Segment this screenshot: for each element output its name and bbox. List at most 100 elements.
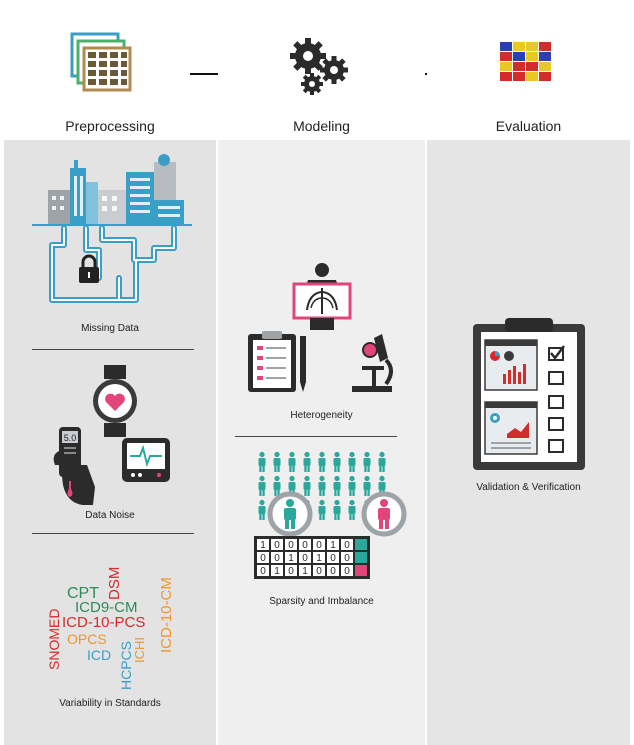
person-icon — [333, 451, 341, 472]
divider — [32, 533, 194, 534]
person-icon — [303, 475, 311, 496]
matrix-value: 0 — [302, 540, 308, 551]
matrix-value: 0 — [330, 566, 336, 577]
glucometer-hand-icon: 5.0 — [53, 427, 95, 505]
person-icon — [363, 475, 371, 496]
evaluation-header: Evaluation — [427, 0, 630, 138]
person-icon — [273, 451, 281, 472]
person-icon — [303, 451, 311, 472]
matrix-cell — [341, 565, 353, 576]
matrix-value: 1 — [260, 540, 266, 551]
standard-snomed: SNOMED — [46, 608, 62, 670]
divider — [32, 349, 194, 350]
modeling-column: Modeling Heterogeneity — [218, 0, 425, 745]
matrix-cell — [285, 552, 297, 563]
standard-cpt: CPT — [67, 585, 99, 602]
person-icon — [333, 499, 341, 520]
matrix-cell — [299, 552, 311, 563]
divider — [235, 436, 397, 437]
hospital-buildings-icon — [32, 154, 192, 303]
person-icon — [348, 451, 356, 472]
person-icon — [363, 451, 371, 472]
person-icon — [258, 475, 266, 496]
matrix-cell — [299, 565, 311, 576]
matrix-cell — [355, 552, 367, 563]
matrix-value: 0 — [260, 553, 266, 564]
matrix-value: 0 — [288, 540, 294, 551]
matrix-value: 0 — [274, 553, 280, 564]
standard-opcs: OPCS — [67, 631, 107, 647]
matrix-value: 0 — [274, 540, 280, 551]
matrix-cell — [327, 552, 339, 563]
matrix-cell — [313, 565, 325, 576]
matrix-value: 1 — [274, 566, 280, 577]
data-noise-label: Data Noise — [85, 510, 135, 521]
matrix-value: 0 — [330, 553, 336, 564]
matrix-value: 1 — [288, 553, 294, 564]
evaluation-column: Evaluation Validation & Verification — [427, 0, 630, 745]
standard-ichi: ICHI — [132, 637, 147, 663]
heatmap-grid-icon — [500, 42, 551, 81]
matrix-value: 0 — [260, 566, 266, 577]
person-icon — [318, 451, 326, 472]
matrix-cell — [257, 565, 269, 576]
modeling-title: Modeling — [293, 118, 350, 134]
matrix-cell — [313, 552, 325, 563]
matrix-value: 0 — [316, 566, 322, 577]
preprocessing-header: Preprocessing — [4, 0, 216, 138]
person-icon — [288, 451, 296, 472]
person-icon — [333, 475, 341, 496]
smartwatch-heart-icon — [93, 365, 137, 437]
person-icon — [318, 499, 326, 520]
evaluation-title: Evaluation — [495, 118, 562, 134]
highlight-person-pink-icon — [361, 491, 407, 537]
modeling-header: Modeling — [218, 0, 425, 138]
person-icon — [258, 499, 266, 520]
matrix-cell — [257, 552, 269, 563]
preprocessing-column: Preprocessing — [4, 0, 216, 745]
modeling-panel — [218, 140, 425, 745]
heart-monitor-icon — [122, 438, 170, 482]
variability-label: Variability in Standards — [59, 698, 161, 709]
matrix-cell — [285, 539, 297, 550]
matrix-cell — [257, 539, 269, 550]
gears-icon — [290, 38, 348, 95]
person-icon — [318, 475, 326, 496]
matrix-value: 1 — [316, 553, 322, 564]
highlight-person-teal-icon — [267, 491, 313, 537]
heterogeneity-label: Heterogeneity — [290, 410, 353, 421]
microscope-icon — [352, 334, 393, 392]
matrix-value: 0 — [288, 566, 294, 577]
spreadsheet-stack-icon — [70, 32, 132, 92]
matrix-cell — [327, 565, 339, 576]
matrix-cell — [355, 565, 367, 576]
glucometer-reading: 5.0 — [64, 433, 77, 443]
xray-patient-icon — [292, 263, 352, 330]
matrix-cell — [271, 552, 283, 563]
standard-icd9cm: ICD9-CM — [75, 599, 138, 616]
lock-icon — [79, 254, 99, 283]
missing-data-label: Missing Data — [81, 323, 139, 334]
matrix-value: 1 — [330, 540, 336, 551]
person-icon — [378, 451, 386, 472]
matrix-cell — [327, 539, 339, 550]
matrix-cell — [355, 539, 367, 550]
matrix-cell — [341, 539, 353, 550]
person-icon — [348, 475, 356, 496]
person-icon — [273, 475, 281, 496]
check-icon — [550, 345, 565, 361]
matrix-value: 0 — [344, 566, 350, 577]
matrix-value: 0 — [344, 553, 350, 564]
standard-icd10cm: ICD-10-CM — [158, 577, 175, 653]
clipboard-checklist-icon — [473, 318, 585, 470]
standard-icd: ICD — [87, 647, 112, 663]
matrix-cell — [271, 565, 283, 576]
standard-icd10pcs: ICD-10-PCS — [62, 614, 146, 631]
matrix-value: 1 — [302, 566, 308, 577]
clipboard-pen-icon — [248, 331, 306, 392]
validation-label: Validation & Verification — [476, 482, 581, 493]
preprocessing-title: Preprocessing — [65, 118, 155, 134]
person-icon — [348, 499, 356, 520]
matrix-cell — [341, 552, 353, 563]
